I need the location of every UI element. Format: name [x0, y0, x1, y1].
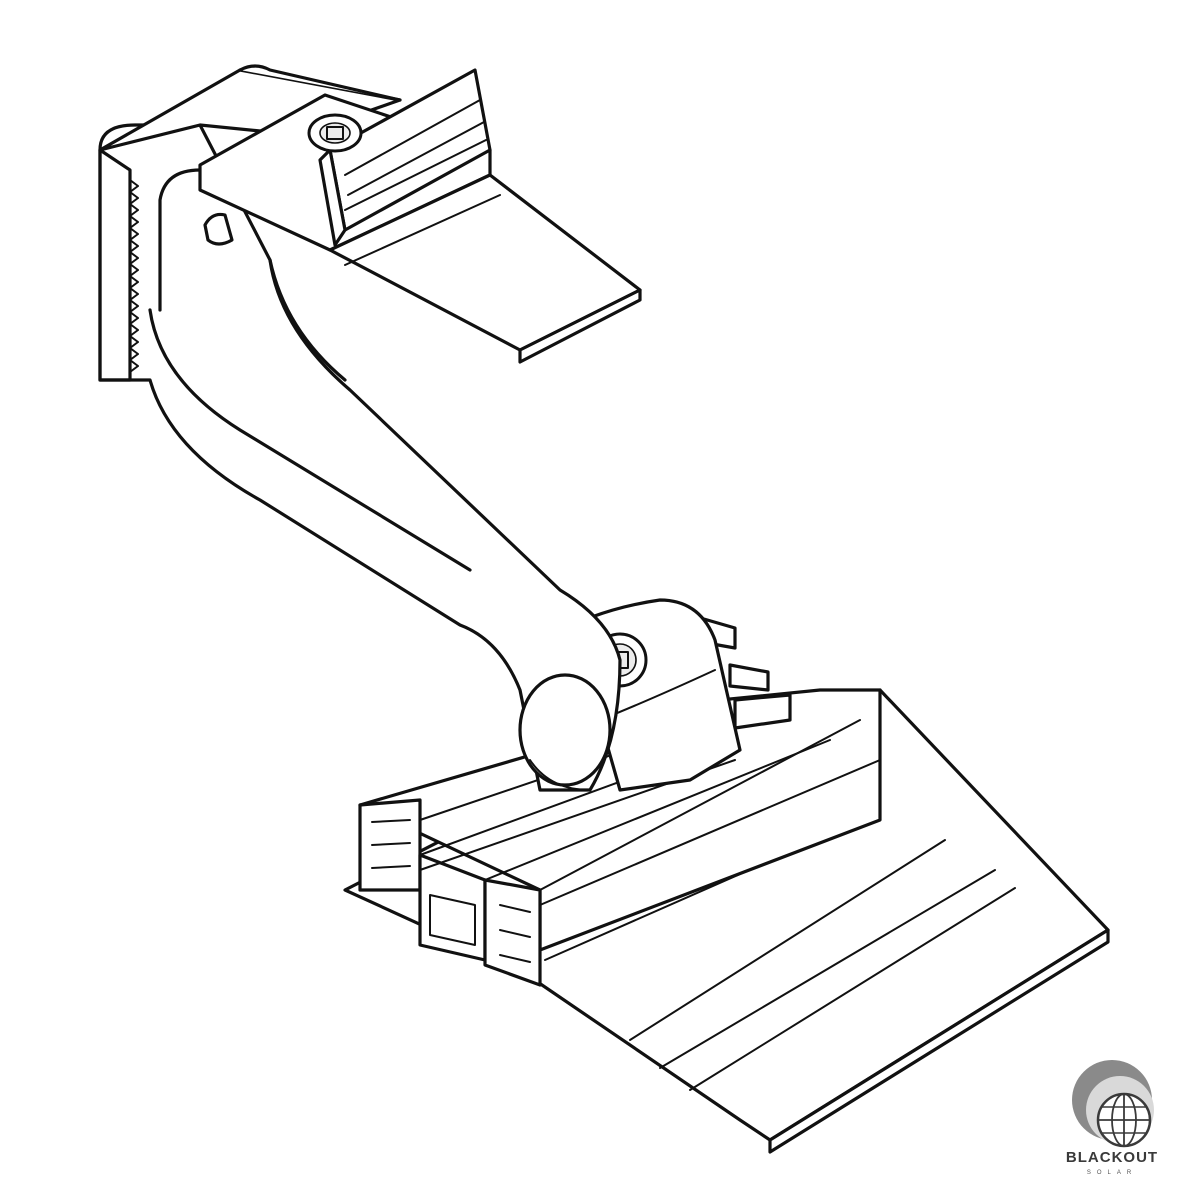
logo-brand: BLACKOUT	[1066, 1149, 1158, 1166]
top-clamp	[98, 64, 492, 252]
globe-icon	[1096, 1092, 1152, 1148]
blackout-solar-logo: BLACKOUT SOLAR	[1066, 1060, 1158, 1176]
rail-channel	[358, 688, 882, 987]
tongue-bar	[328, 173, 642, 364]
hook-arm	[98, 123, 622, 792]
serrated-edge	[98, 148, 139, 382]
logo-tagline: SOLAR	[1087, 1170, 1137, 1176]
